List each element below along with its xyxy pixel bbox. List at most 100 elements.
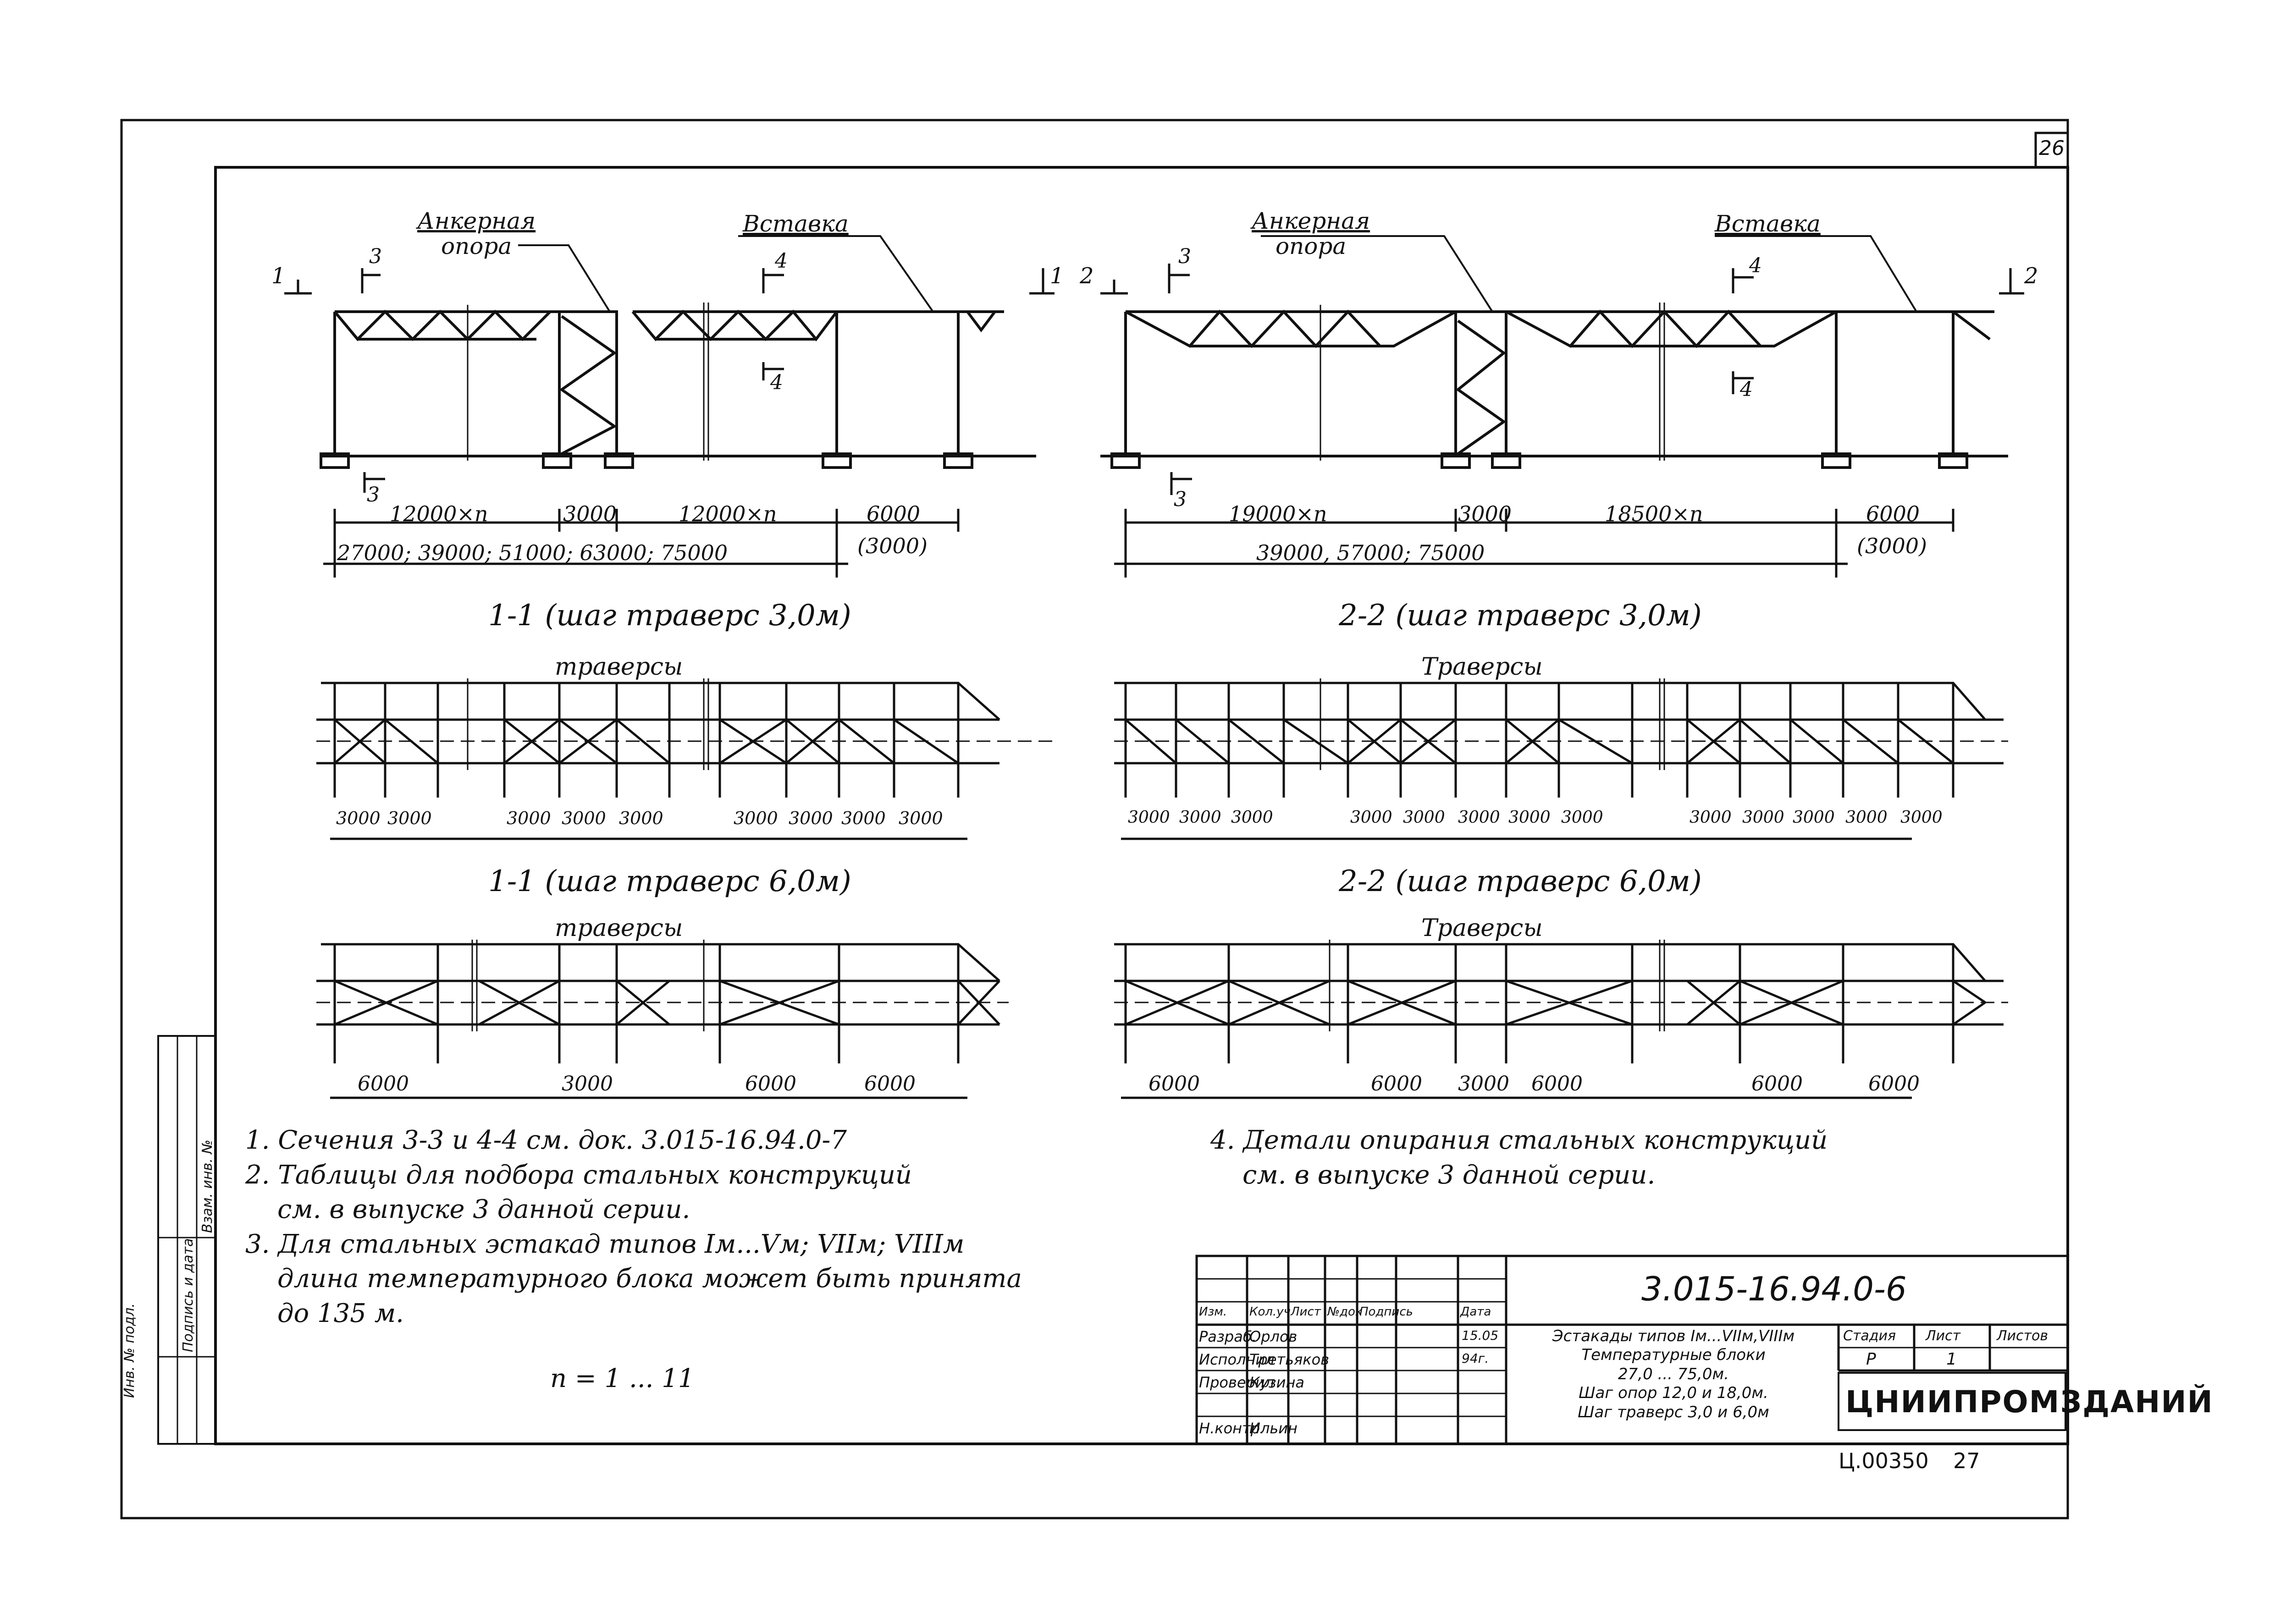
tb-stage: Р	[1866, 1350, 1876, 1369]
tb-organization: ЦНИИПРОМЗДАНИЙ	[1845, 1384, 2214, 1420]
anchor-support-label-right: Анкерная опора	[1252, 209, 1370, 259]
sheet-number: 26	[2039, 137, 2065, 160]
note-3-cont: длина температурного блока может быть пр…	[277, 1264, 1022, 1294]
dim-right-span-1: 19000×n	[1229, 501, 1327, 526]
tb-desc-2: Температурные блоки	[1581, 1346, 1766, 1365]
section-mark-3-top-right: 3	[1178, 245, 1191, 268]
plan-r30-dim-6: 3000	[1458, 808, 1500, 827]
section-mark-1-left: 1	[271, 263, 286, 289]
plan-r30-dim-9: 3000	[1690, 808, 1732, 827]
plan-l60-dim-2: 3000	[562, 1072, 613, 1096]
note-4-cont: см. в выпуске 3 данной серии.	[1242, 1160, 1656, 1190]
plan-l30-dim-3: 3000	[507, 808, 551, 828]
anchor-line-1: Анкерная	[417, 208, 536, 234]
tb-header-2: Кол.уч	[1249, 1305, 1291, 1319]
tb-description: Эстакады типов Iм...VIIм,VIIIм Температу…	[1511, 1327, 1836, 1422]
plan-r30-dim-2: 3000	[1179, 808, 1221, 827]
dim-left-span-4: 6000	[867, 501, 921, 526]
plan-r60-dim-4: 6000	[1531, 1072, 1583, 1096]
plan-2-2-3m	[1114, 678, 2008, 840]
tb-stage-label: Стадия	[1843, 1328, 1896, 1344]
tb-header-5: Подпись	[1359, 1305, 1413, 1319]
dim-right-total: 39000, 57000; 75000	[1256, 540, 1485, 565]
plan-r30-dim-3: 3000	[1231, 808, 1273, 827]
side-stamp	[157, 1035, 216, 1445]
section-title-1-1-3m: 1-1 (шаг траверс 3,0м)	[488, 599, 851, 633]
travers-label-1: траверсы	[555, 653, 683, 681]
inner-frame	[214, 166, 2069, 1445]
doc-code: 3.015-16.94.0-6	[1641, 1270, 1907, 1308]
plan-r30-dim-8: 3000	[1561, 808, 1603, 827]
tb-desc-4: Шаг опор 12,0 и 18,0м.	[1579, 1384, 1768, 1403]
plan-l30-dim-4: 3000	[562, 808, 606, 828]
section-title-2-2-3m: 2-2 (шаг траверс 3,0м)	[1339, 599, 1702, 633]
tb-date-1: 15.05	[1462, 1328, 1499, 1343]
plan-r30-dim-10: 3000	[1742, 808, 1784, 827]
plan-r60-dim-1: 6000	[1149, 1072, 1200, 1096]
plan-r30-dim-13: 3000	[1900, 808, 1943, 827]
plan-l30-dim-8: 3000	[841, 808, 886, 828]
tb-name-3: Кузина	[1249, 1374, 1304, 1391]
plan-l60-dim-1: 6000	[358, 1072, 409, 1096]
dim-right-span-4: 6000	[1866, 501, 1920, 526]
inventory-stamp: Ц.00350	[1839, 1448, 1929, 1473]
plan-r30-dim-5: 3000	[1403, 808, 1445, 827]
plan-l30-dim-5: 3000	[619, 808, 663, 828]
section-mark-2-right: 2	[2024, 263, 2038, 289]
tb-header-1: Изм.	[1199, 1305, 1227, 1319]
plan-r60-dim-6: 6000	[1868, 1072, 1920, 1096]
plan-r30-dim-11: 3000	[1793, 808, 1835, 827]
tb-desc-3: 27,0 ... 75,0м.	[1618, 1365, 1729, 1383]
section-mark-2-left: 2	[1080, 263, 1094, 289]
side-stamp-label-3: Взам. инв. №	[199, 1140, 215, 1233]
section-mark-4-top-left: 4	[775, 249, 788, 273]
tb-role-3: Проверил	[1199, 1374, 1275, 1391]
tb-desc-5: Шаг траверс 3,0 и 6,0м	[1578, 1403, 1769, 1421]
inventory-page: 27	[1953, 1448, 1980, 1473]
plan-r60-dim-3: 3000	[1458, 1072, 1509, 1096]
tb-role-2: Исполнил	[1199, 1351, 1275, 1368]
plan-l30-dim-6: 3000	[734, 808, 778, 828]
plan-l60-dim-4: 6000	[864, 1072, 916, 1096]
tb-sheet: 1	[1946, 1350, 1957, 1369]
dim-left-span-1: 12000×n	[390, 501, 488, 526]
tb-role-1: Разраб.	[1199, 1328, 1257, 1345]
tb-header-6: Дата	[1460, 1305, 1491, 1319]
plan-r30-dim-1: 3000	[1128, 808, 1170, 827]
plan-r30-dim-7: 3000	[1508, 808, 1551, 827]
tb-name-1: Орлов	[1249, 1328, 1298, 1345]
tb-header-3: Лист	[1291, 1305, 1321, 1319]
plan-r60-dim-5: 6000	[1751, 1072, 1803, 1096]
plan-r30-dim-12: 3000	[1845, 808, 1888, 827]
section-mark-4-mid-left: 4	[770, 371, 783, 394]
plan-1-1-3m	[316, 678, 1055, 840]
anchor-line-2: опора	[1275, 233, 1347, 259]
note-4: 4. Детали опирания стальных конструкций	[1210, 1125, 1828, 1155]
elevation-2-2	[1100, 303, 2008, 469]
tb-sheet-label: Лист	[1926, 1328, 1961, 1344]
title-block	[1195, 1255, 2069, 1445]
notes-right: 4. Детали опирания стальных конструкций …	[1210, 1123, 1828, 1192]
note-3-cont-2: до 135 м.	[277, 1298, 404, 1328]
section-title-2-2-6m: 2-2 (шаг траверс 6,0м)	[1339, 864, 1702, 898]
dim-right-span-2: 3000	[1458, 501, 1512, 526]
section-mark-4-mid-right: 4	[1740, 378, 1753, 401]
section-mark-1-right: 1	[1050, 263, 1064, 289]
anchor-line-1: Анкерная	[1252, 208, 1370, 234]
anchor-support-label-left: Анкерная опора	[417, 209, 536, 259]
plan-r30-dim-4: 3000	[1350, 808, 1392, 827]
sheet-number-box	[2034, 132, 2069, 169]
section-mark-4-top-right: 4	[1749, 254, 1762, 277]
section-mark-3-bottom-left: 3	[367, 483, 380, 506]
insert-label-right: Вставка	[1715, 210, 1821, 237]
section-mark-3-top-left: 3	[369, 245, 382, 268]
tb-desc-1: Эстакады типов Iм...VIIм,VIIIм	[1552, 1327, 1795, 1345]
tb-header-4: №док	[1327, 1305, 1363, 1319]
side-stamp-label-2: Подпись и дата	[180, 1238, 196, 1353]
tb-sheets-label: Листов	[1997, 1328, 2049, 1344]
plan-1-1-6m	[316, 940, 1009, 1099]
dim-left-span-2: 3000	[563, 501, 617, 526]
plan-l30-dim-2: 3000	[387, 808, 432, 828]
plan-2-2-6m	[1114, 940, 2008, 1099]
